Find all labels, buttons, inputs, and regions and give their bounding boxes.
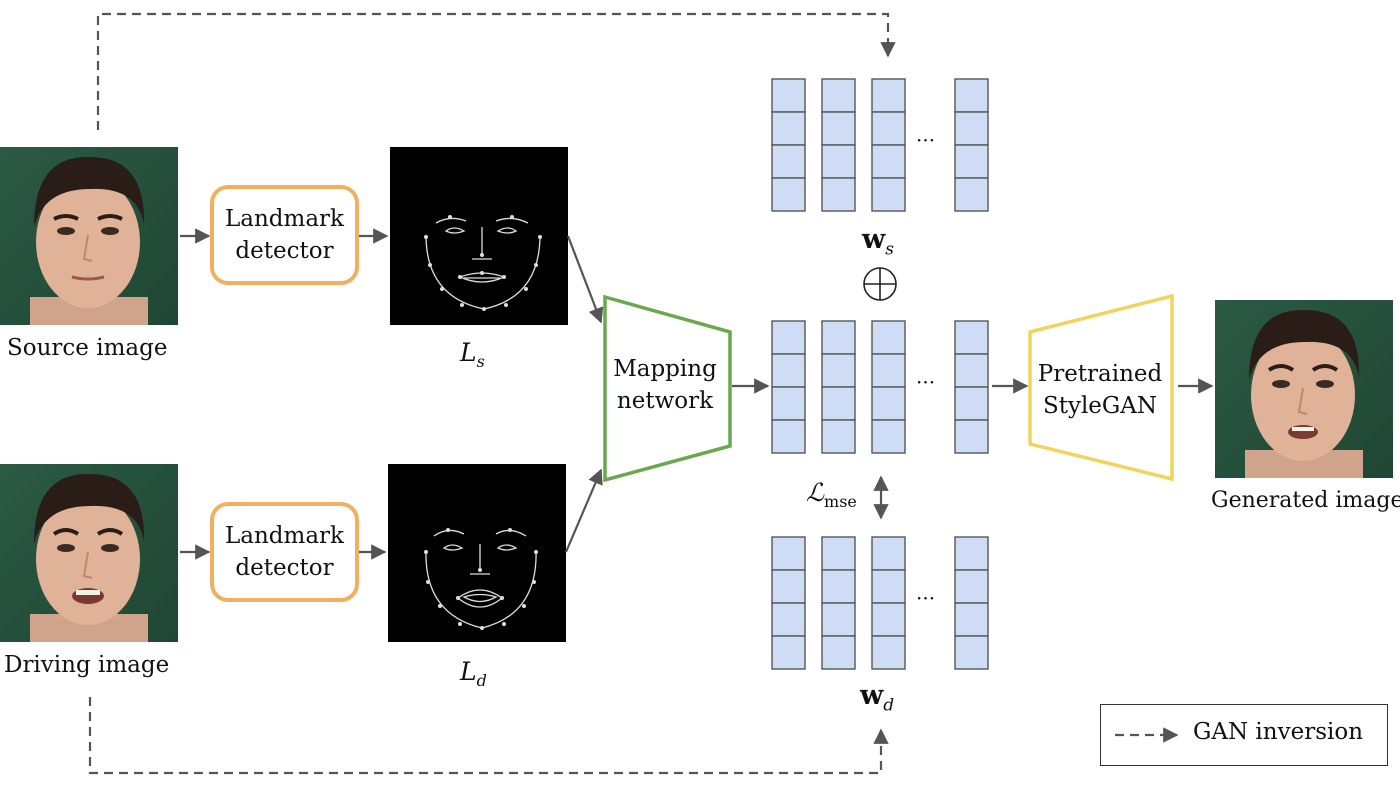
latent-cell (821, 320, 856, 355)
ellipsis-wd: ··· (916, 586, 936, 610)
latent-cell (771, 177, 806, 212)
latent-cell (821, 386, 856, 421)
latent-cell (954, 635, 989, 670)
latent-cell (871, 386, 906, 421)
latent-cell (821, 353, 856, 388)
latent-cell (954, 353, 989, 388)
driving-image-caption: Driving image (4, 652, 170, 678)
latent-cell (771, 144, 806, 179)
latent-cell (821, 635, 856, 670)
latent-cell (771, 569, 806, 604)
ls-label: Ls (460, 338, 485, 371)
latent-cell (871, 569, 906, 604)
latent-cell (771, 386, 806, 421)
mapping-network-shape (603, 294, 732, 483)
latent-cell (771, 111, 806, 146)
dashed-arrow-icon (1115, 727, 1179, 743)
latent-cell (821, 78, 856, 113)
latent-cell (771, 353, 806, 388)
latent-cell (871, 177, 906, 212)
latent-cell (954, 536, 989, 571)
source-landmark-detector-box (210, 185, 359, 285)
source-image-caption: Source image (7, 335, 168, 361)
ellipsis-predicted: ··· (916, 370, 936, 394)
latent-cell (821, 602, 856, 637)
driving-landmark-detector-box (210, 502, 359, 602)
latent-cell (771, 78, 806, 113)
latent-cell (954, 78, 989, 113)
loss-label: ℒmse (806, 478, 857, 511)
latent-cell (771, 635, 806, 670)
gan-inversion-arrow-source (96, 12, 896, 130)
wd-label: wd (860, 680, 895, 716)
latent-cell (821, 419, 856, 454)
latent-cell (821, 144, 856, 179)
latent-stack-ws (771, 78, 989, 212)
latent-cell (871, 111, 906, 146)
latent-cell (871, 602, 906, 637)
legend-box: GAN inversion (1100, 704, 1388, 766)
ws-label: ws (862, 224, 894, 260)
latent-cell (871, 78, 906, 113)
ld-label: Ld (460, 657, 487, 690)
latent-cell (821, 536, 856, 571)
latent-cell (771, 419, 806, 454)
generated-image-caption: Generated image (1211, 488, 1400, 513)
generated-image (1215, 300, 1393, 478)
latent-cell (771, 536, 806, 571)
combine-operator-icon (863, 267, 897, 301)
latent-cell (954, 569, 989, 604)
driving-landmarks-image (388, 464, 566, 642)
driving-image (0, 464, 178, 642)
arrow-ld-to-mapping (564, 468, 603, 553)
source-landmarks-image (390, 147, 568, 325)
latent-cell (871, 320, 906, 355)
latent-stack-predicted (771, 320, 989, 454)
latent-cell (954, 111, 989, 146)
latent-cell (871, 419, 906, 454)
arrow-ls-to-mapping (566, 235, 604, 324)
latent-cell (954, 320, 989, 355)
latent-cell (871, 536, 906, 571)
latent-cell (771, 320, 806, 355)
latent-cell (954, 144, 989, 179)
latent-cell (954, 602, 989, 637)
stylegan-shape (1028, 293, 1174, 482)
latent-cell (821, 569, 856, 604)
latent-cell (821, 177, 856, 212)
gan-inversion-arrow-driving (88, 697, 889, 775)
latent-cell (871, 635, 906, 670)
latent-cell (871, 144, 906, 179)
source-image (0, 147, 178, 325)
ellipsis-ws: ··· (916, 128, 936, 152)
latent-cell (871, 353, 906, 388)
latent-cell (771, 602, 806, 637)
latent-cell (954, 386, 989, 421)
legend-label: GAN inversion (1193, 719, 1364, 745)
latent-stack-wd (771, 536, 989, 670)
latent-cell (954, 419, 989, 454)
latent-cell (954, 177, 989, 212)
latent-cell (821, 111, 856, 146)
